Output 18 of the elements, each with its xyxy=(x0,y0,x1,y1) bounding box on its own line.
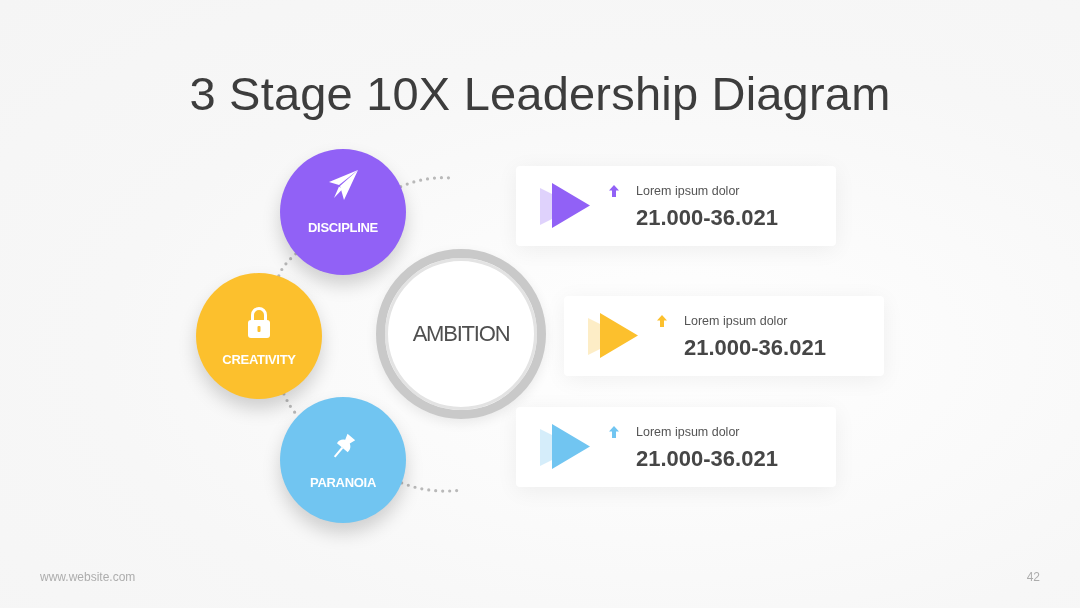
stat-value: 21.000-36.021 xyxy=(636,205,778,231)
stat-value: 21.000-36.021 xyxy=(636,446,778,472)
stat-card xyxy=(516,407,836,487)
card-caption: Lorem ipsum dolor xyxy=(636,184,740,199)
stat-card xyxy=(516,166,836,246)
card-caption: Lorem ipsum dolor xyxy=(684,314,788,329)
stage-circle xyxy=(280,397,406,523)
stage-label: DISCIPLINE xyxy=(308,220,378,236)
center-label: AMBITION xyxy=(412,321,510,347)
stat-card xyxy=(564,296,884,376)
dotted-connector xyxy=(277,252,298,278)
footer-url: www.website.com xyxy=(40,570,136,585)
stage-label: CREATIVITY xyxy=(222,352,296,368)
stat-value: 21.000-36.021 xyxy=(684,335,826,361)
slide-title: 3 Stage 10X Leadership Diagram xyxy=(189,66,891,122)
stage-label: PARANOIA xyxy=(310,475,376,491)
card-caption: Lorem ipsum dolor xyxy=(636,425,740,440)
page-number: 42 xyxy=(1026,570,1040,585)
